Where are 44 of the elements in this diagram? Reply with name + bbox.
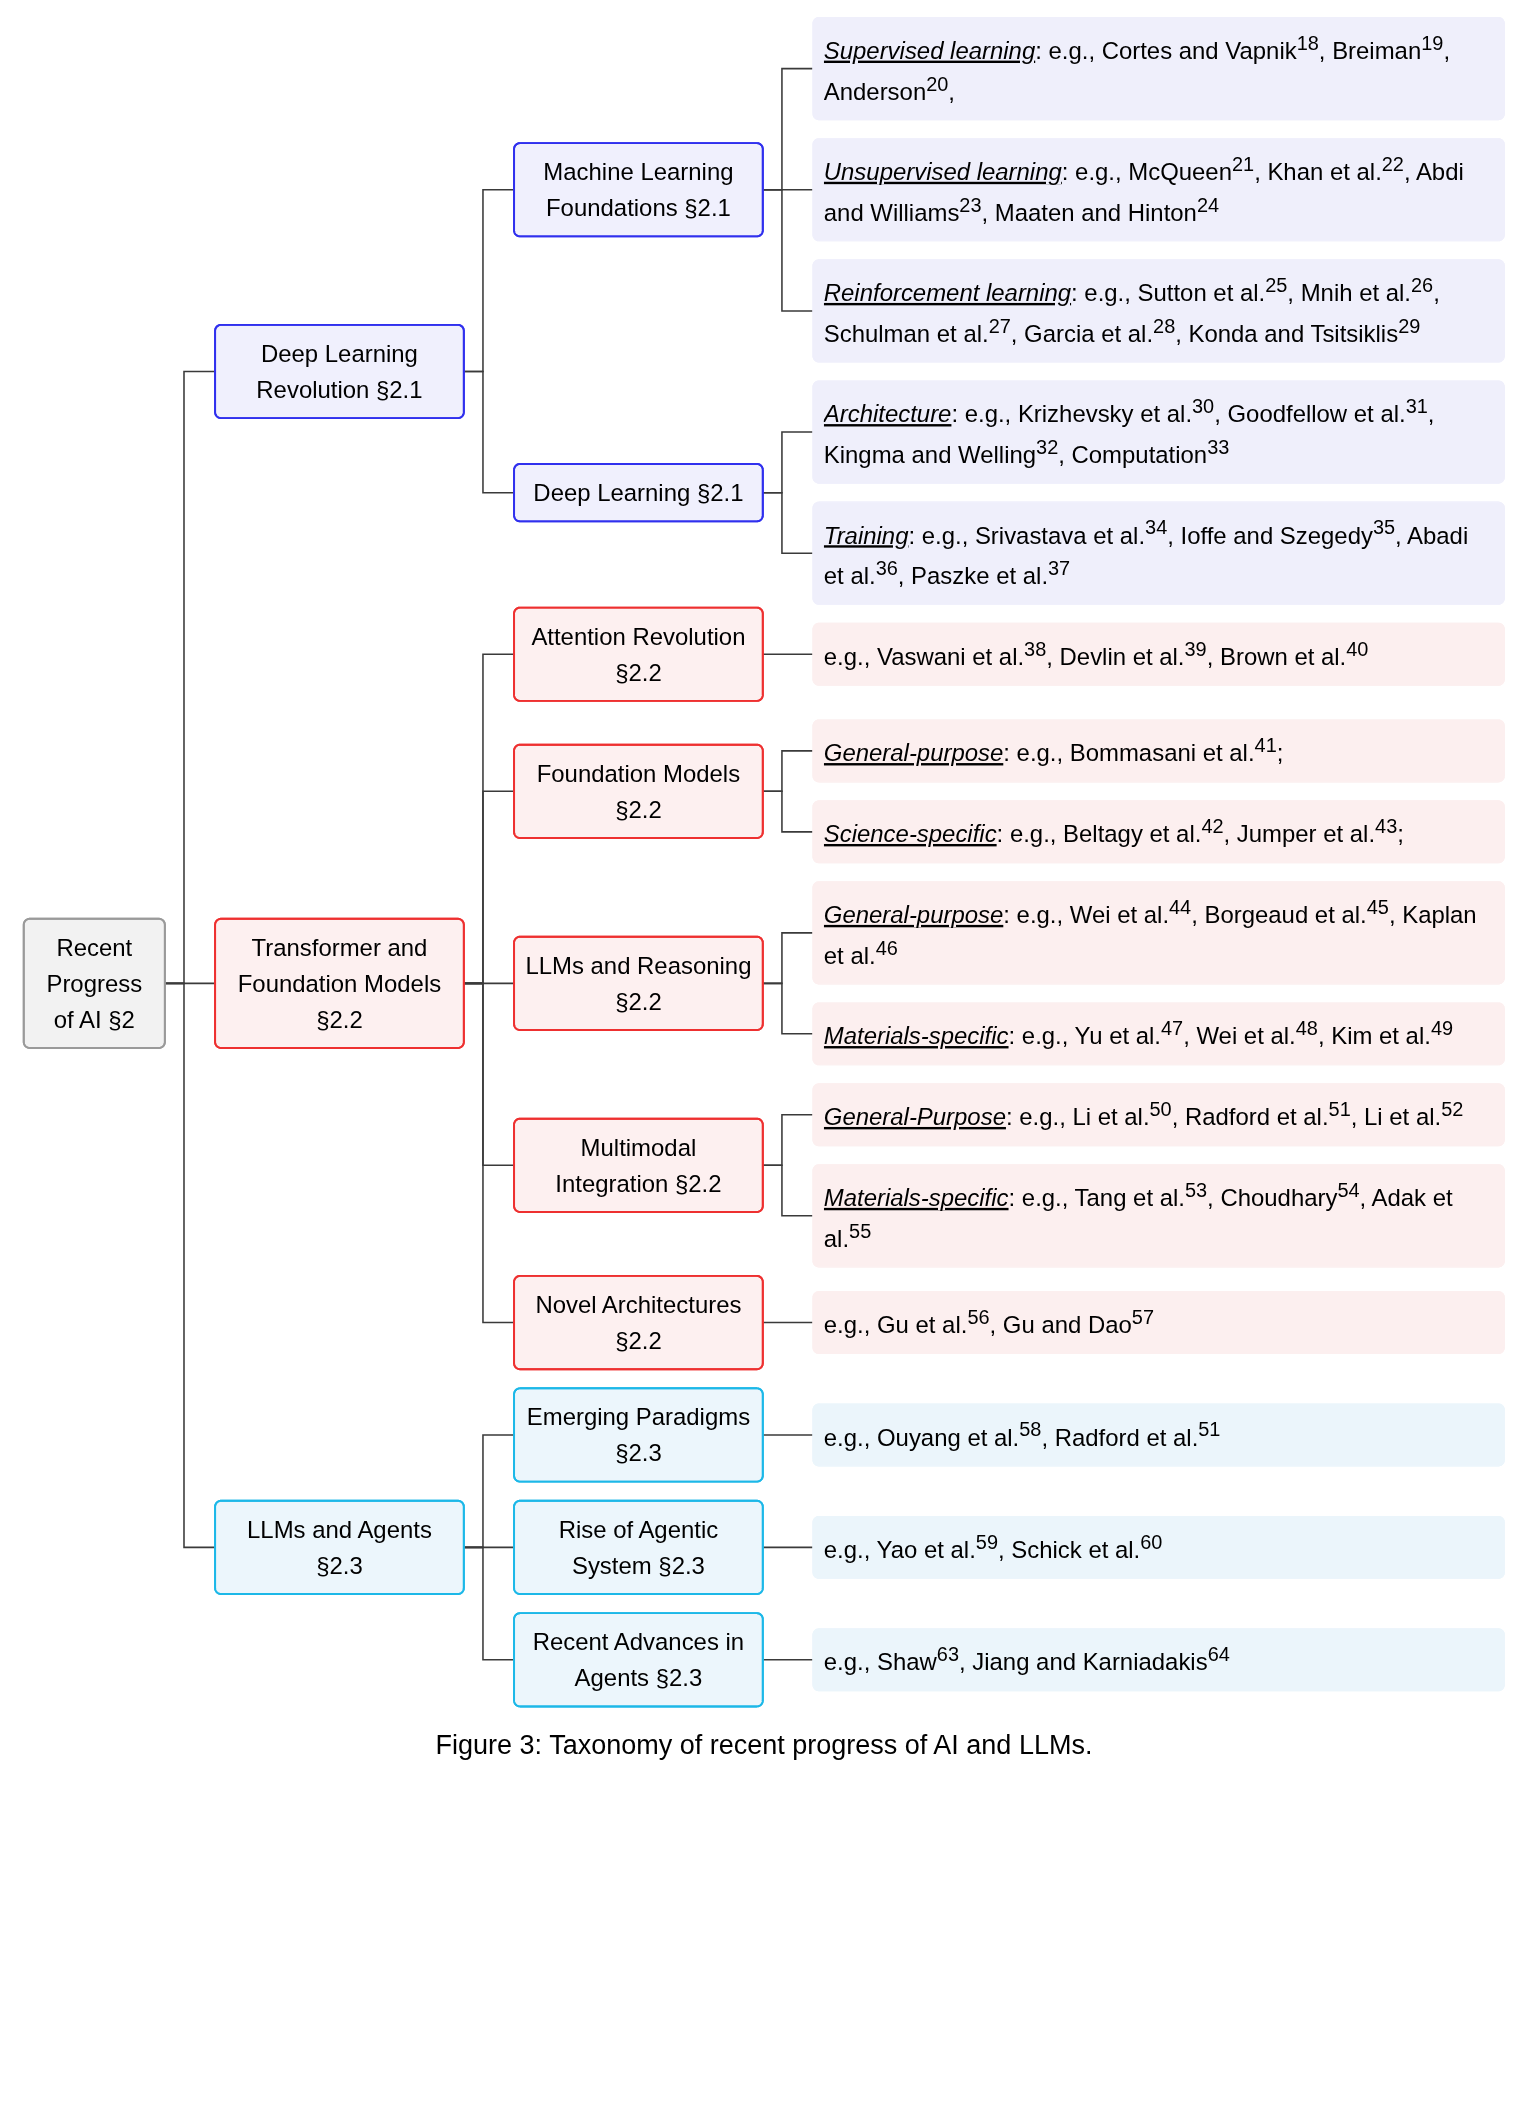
category-box: Machine Learning Foundations §2.1 bbox=[513, 142, 764, 238]
reference-list-box: e.g., Vaswani et al.$^{38}$, Devlin et al.$^{39}$, Brown et al.$^{40}$ bbox=[812, 622, 1505, 686]
reference-list-box: Training: e.g., Srivastava et al.$^{34}$, Ioffe and Szegedy$^{35}$, Abadi et al.$^{36}$, Paszke et al.$^{37}$ bbox=[812, 501, 1505, 605]
category-box: LLMs and Reasoning §2.2 bbox=[513, 935, 764, 1031]
connector-line bbox=[762, 790, 814, 833]
connector-line bbox=[762, 1546, 814, 1549]
reference-list-box: Materials-specific: e.g., Yu et al.$^{47}$, Wei et al.$^{48}$, Kim et al.$^{49}$ bbox=[812, 1002, 1505, 1066]
reference-list-box: General-purpose: e.g., Bommasani et al.$^{41}$; bbox=[812, 719, 1505, 783]
connector-line bbox=[762, 491, 814, 554]
reference-list-box: Science-specific: e.g., Beltagy et al.$^{42}$, Jumper et al.$^{43}$; bbox=[812, 800, 1505, 864]
category-box: Multimodal Integration §2.2 bbox=[513, 1117, 764, 1213]
reference-list-box: e.g., Gu et al.$^{56}$, Gu and Dao$^{57}$ bbox=[812, 1291, 1505, 1355]
connector-line bbox=[762, 1434, 814, 1436]
root-topic-box: Recent Progress of AI §2 bbox=[22, 917, 166, 1049]
reference-list-box: e.g., Yao et al.$^{59}$, Schick et al.$^{60}$ bbox=[812, 1515, 1505, 1579]
category-box: Recent Advances in Agents §2.3 bbox=[513, 1612, 764, 1708]
connector-line bbox=[762, 982, 814, 1035]
reference-list-box: e.g., Shaw$^{63}$, Jiang and Karniadakis$^{64}$ bbox=[812, 1628, 1505, 1692]
reference-list-box: Materials-specific: e.g., Tang et al.$^{53}$, Choudhary$^{54}$, Adak et al.$^{55}$ bbox=[812, 1164, 1505, 1268]
category-box: Emerging Paradigms §2.3 bbox=[513, 1387, 764, 1483]
connector-line bbox=[463, 982, 515, 1324]
reference-list-box: General-Purpose: e.g., Li et al.$^{50}$, Radford et al.$^{51}$, Li et al.$^{52}$ bbox=[812, 1083, 1505, 1147]
reference-list-box: Reinforcement learning: e.g., Sutton et al.$^{25}$, Mnih et al.$^{26}$, Schulman et al.$^{27}$, Garcia et al.$^{28}$, Konda and Tsitsiklis$^{29}$ bbox=[812, 259, 1505, 363]
reference-list-box: Unsupervised learning: e.g., McQueen$^{21}$, Khan et al.$^{22}$, Abdi and Williams$^{23}$, Maaten and Hinton$^{24}$ bbox=[812, 138, 1505, 242]
connector-line bbox=[762, 1321, 814, 1324]
category-box: Attention Revolution §2.2 bbox=[513, 606, 764, 702]
connector-line bbox=[762, 653, 814, 656]
category-box: Rise of Agentic System §2.3 bbox=[513, 1499, 764, 1595]
connector-line bbox=[762, 189, 814, 312]
category-box: Novel Architectures §2.2 bbox=[513, 1274, 764, 1371]
reference-list-box: e.g., Ouyang et al.$^{58}$, Radford et al.$^{51}$ bbox=[812, 1403, 1505, 1467]
connector-line bbox=[164, 982, 216, 1549]
category-box: Transformer and Foundation Models §2.2 bbox=[214, 917, 465, 1049]
category-box: Foundation Models §2.2 bbox=[513, 743, 764, 839]
category-box: LLMs and Agents §2.3 bbox=[214, 1499, 465, 1595]
connector-line bbox=[463, 370, 515, 494]
category-box: Deep Learning §2.1 bbox=[513, 462, 764, 523]
reference-list-box: General-purpose: e.g., Wei et al.$^{44}$, Borgeaud et al.$^{45}$, Kaplan et al.$^{46}$ bbox=[812, 881, 1505, 985]
category-box: Deep Learning Revolution §2.1 bbox=[214, 323, 465, 420]
reference-list-box: Supervised learning: e.g., Cortes and Vapnik$^{18}$, Breiman$^{19}$, Anderson$^{20}$, bbox=[812, 16, 1505, 121]
connector-line bbox=[463, 1546, 515, 1661]
connector-line bbox=[762, 1164, 814, 1217]
connector-line bbox=[762, 1659, 814, 1661]
figure-caption: Figure 3: Taxonomy of recent progress of AI and LLMs. bbox=[435, 1730, 1093, 1761]
